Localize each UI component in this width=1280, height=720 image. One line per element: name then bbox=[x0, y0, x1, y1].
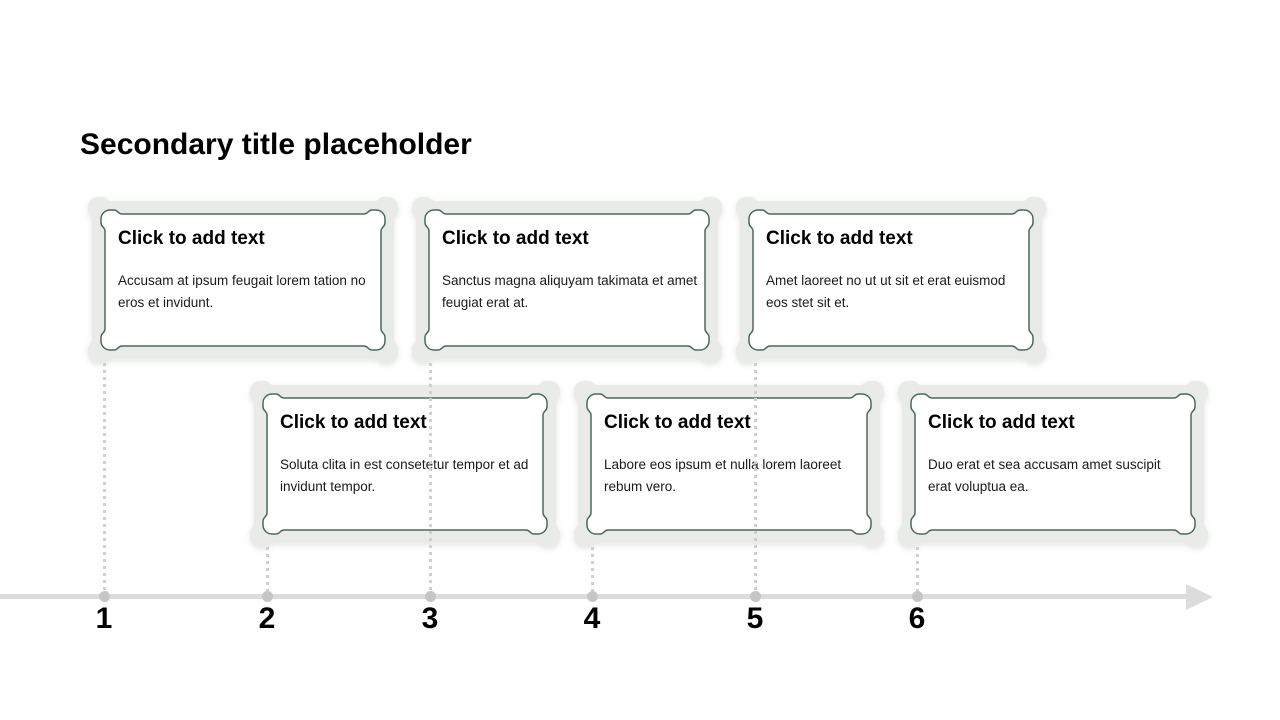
connector-dotted-line-3 bbox=[429, 363, 432, 594]
timeline-card-4[interactable]: Click to add text Labore eos ipsum et nu… bbox=[574, 381, 884, 547]
timeline-marker-1: 1 bbox=[95, 602, 113, 635]
card-heading[interactable]: Click to add text bbox=[442, 228, 589, 249]
secondary-title-placeholder[interactable]: Secondary title placeholder bbox=[80, 128, 472, 161]
connector-dotted-line-6 bbox=[916, 547, 919, 594]
connector-dotted-line-1 bbox=[103, 363, 106, 594]
timeline-dot-4 bbox=[586, 591, 598, 602]
timeline-card-6[interactable]: Click to add text Duo erat et sea accusa… bbox=[898, 381, 1208, 547]
timeline-card-5[interactable]: Click to add text Amet laoreet no ut ut … bbox=[736, 197, 1046, 363]
card-heading[interactable]: Click to add text bbox=[118, 228, 265, 249]
timeline-marker-2: 2 bbox=[258, 602, 276, 635]
timeline-dot-1 bbox=[98, 591, 110, 602]
card-heading[interactable]: Click to add text bbox=[928, 412, 1075, 433]
connector-dotted-line-4 bbox=[591, 547, 594, 594]
timeline-dot-5 bbox=[749, 591, 761, 602]
card-body[interactable]: Sanctus magna aliquyam takimata et amet … bbox=[442, 273, 698, 310]
timeline-dot-6 bbox=[911, 591, 923, 602]
timeline-marker-3: 3 bbox=[421, 602, 439, 635]
timeline-card-2[interactable]: Click to add text Soluta clita in est co… bbox=[250, 381, 560, 547]
card-heading[interactable]: Click to add text bbox=[280, 412, 427, 433]
timeline-dot-3 bbox=[424, 591, 436, 602]
card-body[interactable]: Labore eos ipsum et nulla lorem laoreet … bbox=[604, 457, 842, 494]
card-body[interactable]: Accusam at ipsum feugait lorem tation no… bbox=[118, 273, 366, 310]
connector-dotted-line-2 bbox=[266, 547, 269, 594]
timeline-card-3[interactable]: Click to add text Sanctus magna aliquyam… bbox=[412, 197, 722, 363]
card-heading[interactable]: Click to add text bbox=[604, 412, 751, 433]
timeline-arrowhead-icon bbox=[1186, 584, 1213, 610]
card-body[interactable]: Soluta clita in est consetetur tempor et… bbox=[280, 457, 529, 494]
timeline-card-1[interactable]: Click to add text Accusam at ipsum feuga… bbox=[88, 197, 398, 363]
card-body[interactable]: Amet laoreet no ut ut sit et erat euismo… bbox=[766, 273, 1006, 310]
card-heading[interactable]: Click to add text bbox=[766, 228, 913, 249]
card-body[interactable]: Duo erat et sea accusam amet suscipit er… bbox=[928, 457, 1161, 494]
timeline-dot-2 bbox=[261, 591, 273, 602]
timeline-marker-4: 4 bbox=[583, 602, 601, 635]
timeline-marker-6: 6 bbox=[908, 602, 926, 635]
connector-dotted-line-5 bbox=[754, 363, 757, 594]
timeline-marker-5: 5 bbox=[746, 602, 764, 635]
